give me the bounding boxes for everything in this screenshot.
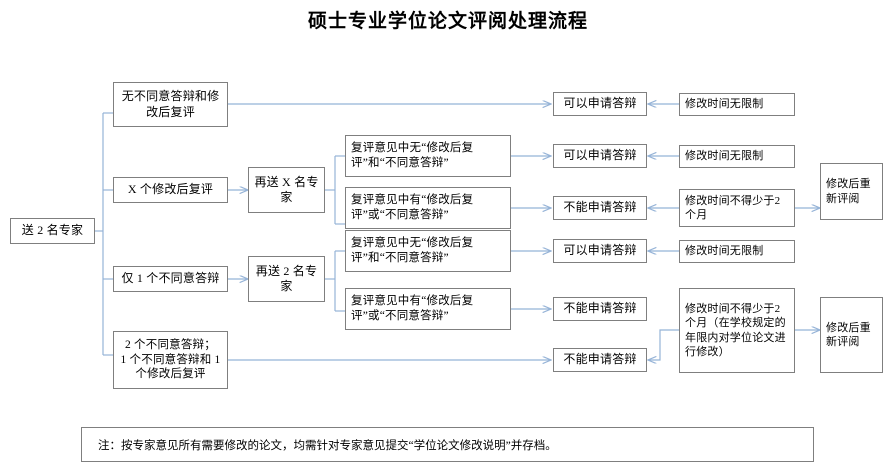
node-review-opinion-3[interactable]: 复评意见中无“修改后复评”和“不同意答辩” [345,230,511,272]
node-revision-time-3[interactable]: 修改时间不得少于2 个月 [679,189,795,227]
node-revision-time-2[interactable]: 修改时间无限制 [679,145,795,168]
node-review-opinion-1[interactable]: 复评意见中无“修改后复评”和“不同意答辩” [345,135,511,177]
node-defense-1[interactable]: 可以申请答辩 [553,92,647,116]
page-title: 硕士专业学位论文评阅处理流程 [307,11,588,32]
node-review-opinion-2[interactable]: 复评意见中有“修改后复评”或“不同意答辩” [345,187,511,229]
node-defense-6[interactable]: 不能申请答辩 [553,348,647,372]
node-rereview-2[interactable]: 修改后重新评阅 [820,297,883,373]
node-branch-two-objection[interactable]: 2 个不同意答辩； 1 个不同意答辩和 1 个修改后复评 [113,331,228,389]
node-defense-3[interactable]: 不能申请答辩 [553,196,647,220]
node-branch-x-revise[interactable]: X 个修改后复评 [113,177,228,203]
node-start[interactable]: 送 2 名专家 [10,218,95,244]
node-branch-no-objection[interactable]: 无不同意答辩和修改后复评 [113,82,228,127]
footnote-text: 注：按专家意见所有需要修改的论文，均需针对专家意见提交“学位论文修改说明”并存档… [98,439,557,452]
node-branch-one-objection[interactable]: 仅 1 个不同意答辩 [113,266,228,292]
node-review-opinion-4[interactable]: 复评意见中有“修改后复评”或“不同意答辩” [345,288,511,330]
node-defense-5[interactable]: 不能申请答辩 [553,297,647,321]
node-revision-time-1[interactable]: 修改时间无限制 [679,93,795,116]
node-resend-x-experts[interactable]: 再送 X 名专家 [248,167,325,213]
node-revision-time-4[interactable]: 修改时间无限制 [679,240,795,263]
footnote-box: 注：按专家意见所有需要修改的论文，均需针对专家意见提交“学位论文修改说明”并存档… [81,427,814,462]
node-defense-4[interactable]: 可以申请答辩 [553,239,647,263]
node-revision-time-5[interactable]: 修改时间不得少于2 个月（在学校规定的年限内对学位论文进行修改） [679,288,795,373]
node-defense-2[interactable]: 可以申请答辩 [553,144,647,168]
node-rereview-1[interactable]: 修改后重新评阅 [820,163,883,220]
node-resend-2-experts[interactable]: 再送 2 名专家 [248,256,325,302]
